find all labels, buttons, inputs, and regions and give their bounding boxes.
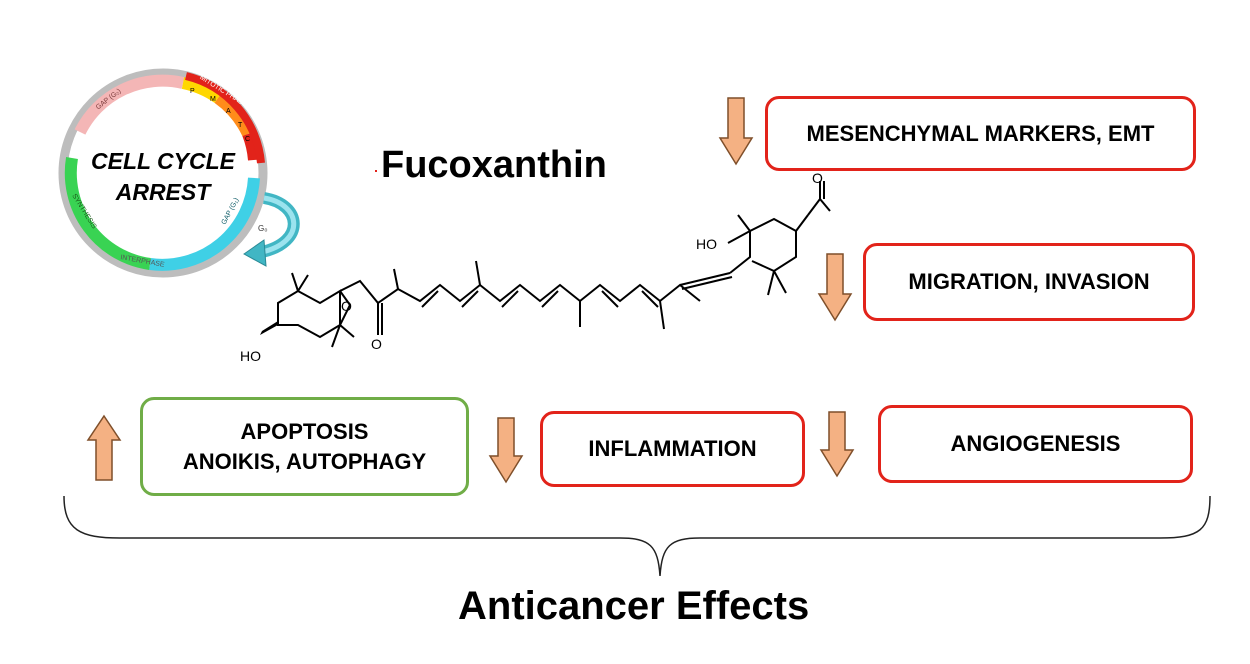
down-arrow-icon xyxy=(819,411,855,478)
g2-arc xyxy=(74,74,185,135)
effect-box-apoptosis: APOPTOSIS ANOIKIS, AUTOPHAGY xyxy=(140,397,469,496)
synthesis-arc xyxy=(64,157,151,270)
ho-right-label: HO xyxy=(696,236,717,252)
g0-label: G₀ xyxy=(258,224,268,233)
ester-o-label: O xyxy=(812,170,823,186)
fucoxanthin-structure xyxy=(260,181,831,348)
molecule-title: Fucoxanthin xyxy=(381,144,607,186)
mitosis-letter-t: T xyxy=(238,122,243,129)
cell-cycle-ring xyxy=(58,68,268,278)
up-arrow-icon xyxy=(86,414,122,481)
mitosis-letter-p: P xyxy=(190,88,195,95)
cell-cycle-label-line2: ARREST xyxy=(115,179,211,206)
grouping-brace xyxy=(63,495,1211,577)
title-dot xyxy=(375,170,377,172)
effect-label-inflammation: INFLAMMATION xyxy=(588,436,757,462)
effect-box-angiogenesis: ANGIOGENESIS xyxy=(878,405,1193,483)
effect-label-angiogenesis: ANGIOGENESIS xyxy=(950,431,1121,457)
mitosis-letter-c: C xyxy=(245,136,251,143)
ketone-o-label: O xyxy=(371,336,382,352)
mitosis-letter-a: A xyxy=(226,108,231,115)
cell-cycle-label: CELL CYCLE ARREST xyxy=(78,146,248,208)
down-arrow-icon xyxy=(718,97,754,166)
effect-box-migration: MIGRATION, INVASION xyxy=(863,243,1195,321)
effect-label-anoikis-autophagy: ANOIKIS, AUTOPHAGY xyxy=(182,448,427,474)
mitotic-phase-band xyxy=(185,72,265,164)
effect-label-emt: MESENCHYMAL MARKERS, EMT xyxy=(806,120,1155,146)
g0-exit-arrow-icon xyxy=(243,192,300,267)
effect-box-inflammation: INFLAMMATION xyxy=(540,411,805,487)
g1-arc xyxy=(149,177,260,271)
effect-box-emt: MESENCHYMAL MARKERS, EMT xyxy=(765,96,1196,171)
effect-label-apoptosis: APOPTOSIS xyxy=(240,418,369,444)
mitosis-arc-red xyxy=(242,131,260,161)
down-arrow-icon xyxy=(817,253,853,322)
effect-label-migration: MIGRATION, INVASION xyxy=(908,269,1150,295)
mitosis-arc-orange xyxy=(214,93,254,137)
footer-title: Anticancer Effects xyxy=(458,584,810,628)
down-arrow-icon xyxy=(488,417,524,484)
mitosis-arc-yellow xyxy=(181,77,222,104)
ho-left-label: HO xyxy=(240,348,261,364)
cell-cycle-label-line1: CELL CYCLE xyxy=(91,148,235,174)
epoxide-o-label: O xyxy=(341,298,352,314)
mitosis-letter-m: M xyxy=(210,96,216,103)
cell-cycle-diagram: GAP (G₂) MITOTIC PHASE SYNTHESIS GAP (G₁… xyxy=(58,68,268,278)
